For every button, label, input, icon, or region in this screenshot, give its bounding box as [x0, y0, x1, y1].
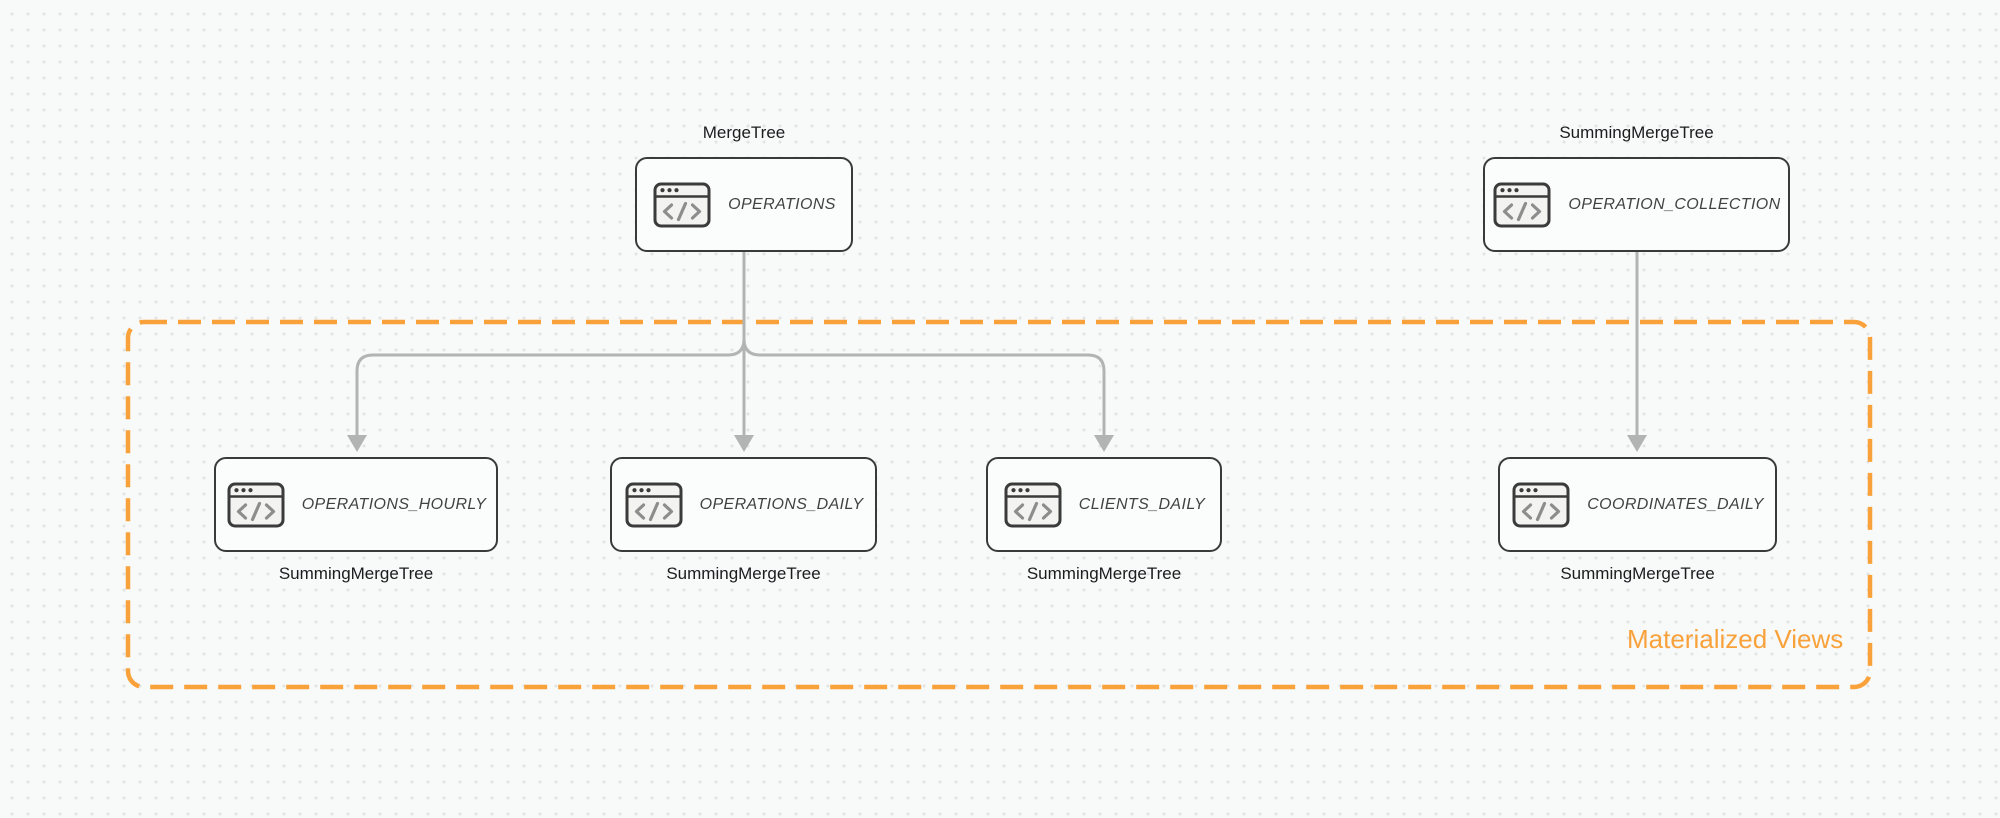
- node-label: OPERATIONS: [728, 195, 836, 213]
- node-label: OPERATION_COLLECTION: [1568, 195, 1781, 213]
- node-operations: MergeTree OPERATIONS: [635, 123, 853, 252]
- node-label: COORDINATES_DAILY: [1587, 495, 1764, 513]
- code-window-icon: [1004, 481, 1062, 528]
- engine-label: SummingMergeTree: [1559, 123, 1714, 142]
- engine-label: SummingMergeTree: [1560, 564, 1715, 583]
- materialized-views-group-label: Materialized Views: [1627, 624, 1844, 654]
- node-coordinates-daily: COORDINATES_DAILY SummingMergeTree: [1498, 457, 1777, 583]
- node-box: OPERATION_COLLECTION: [1483, 157, 1790, 252]
- node-label: OPERATIONS_HOURLY: [301, 495, 487, 513]
- engine-label: SummingMergeTree: [1026, 564, 1182, 583]
- arrowhead-icon: [1094, 435, 1114, 452]
- arrowhead-icon: [734, 435, 754, 452]
- node-label: CLIENTS_DAILY: [1078, 495, 1206, 513]
- code-window-icon: [227, 481, 285, 528]
- code-window-icon: [1493, 181, 1552, 228]
- node-operations-hourly: OPERATIONS_HOURLY SummingMergeTree: [214, 457, 498, 583]
- node-box: OPERATIONS: [635, 157, 853, 252]
- node-box: OPERATIONS_DAILY: [610, 457, 877, 552]
- node-label: OPERATIONS_DAILY: [699, 495, 864, 513]
- node-operation-collection: SummingMergeTree OPERATION_COLLECTION: [1483, 123, 1790, 252]
- edge-operations-to-clients-daily: [742, 252, 1106, 438]
- node-box: COORDINATES_DAILY: [1498, 457, 1777, 552]
- code-window-icon: [1512, 481, 1570, 528]
- edge-operations-to-operations-hourly: [355, 252, 746, 438]
- materialized-views-group-border: [125, 319, 1873, 690]
- code-window-icon: [653, 181, 711, 228]
- node-clients-daily: CLIENTS_DAILY SummingMergeTree: [986, 457, 1222, 583]
- arrowhead-icon: [1627, 435, 1647, 452]
- arrowhead-icon: [347, 435, 367, 452]
- node-operations-daily: OPERATIONS_DAILY SummingMergeTree: [610, 457, 877, 583]
- engine-label: SummingMergeTree: [278, 564, 434, 583]
- node-box: OPERATIONS_HOURLY: [214, 457, 498, 552]
- engine-label: SummingMergeTree: [666, 564, 821, 583]
- code-window-icon: [625, 481, 683, 528]
- node-box: CLIENTS_DAILY: [986, 457, 1222, 552]
- engine-label: MergeTree: [702, 123, 786, 142]
